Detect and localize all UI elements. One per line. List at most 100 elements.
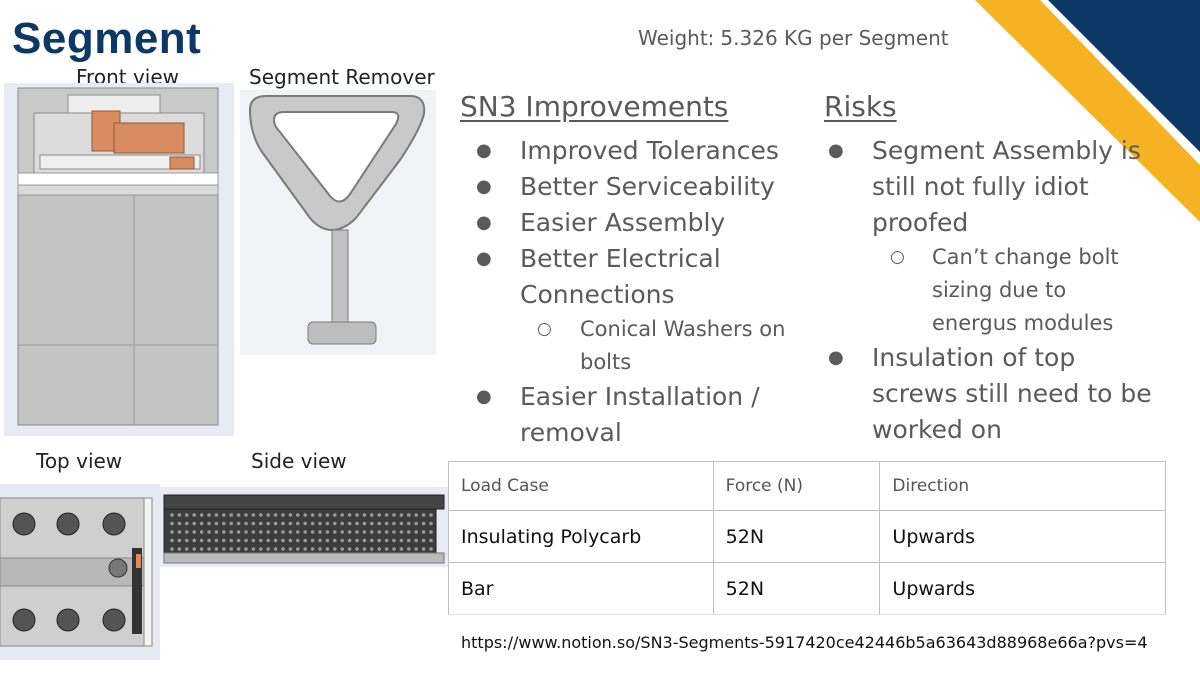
- cell-dot: [370, 530, 374, 534]
- cell-dot: [377, 513, 381, 517]
- cell-dot: [399, 530, 404, 534]
- cell-dot: [399, 538, 404, 543]
- cell-dot: [421, 513, 426, 517]
- cell-dot: [325, 530, 330, 534]
- cell-dot: [325, 513, 330, 517]
- cell-dot: [199, 521, 204, 526]
- cell-dot: [384, 521, 389, 526]
- cell-dot: [421, 547, 426, 551]
- segment-remover-image: [240, 90, 436, 355]
- cell-dot: [340, 513, 344, 517]
- cell-dot: [170, 547, 174, 551]
- cell-dot: [355, 547, 359, 551]
- improvements-heading: SN3 Improvements: [460, 90, 729, 123]
- cell-dot: [392, 538, 396, 543]
- list-item: Easier Installation / removal: [460, 379, 800, 451]
- cell-dot: [207, 538, 211, 543]
- cell-dot: [407, 521, 411, 526]
- cell-dot: [362, 538, 367, 543]
- cell-dot: [214, 530, 219, 534]
- cell-dot: [303, 513, 307, 517]
- cell-dot: [318, 521, 322, 526]
- cell-dot: [377, 530, 381, 534]
- cell-dot: [377, 538, 381, 543]
- cell-dot: [429, 530, 433, 534]
- cell-dot: [288, 547, 293, 551]
- cell-dot: [251, 530, 256, 534]
- cell-dot: [296, 547, 300, 551]
- cell-dot: [288, 521, 293, 526]
- cell-dot: [170, 530, 174, 534]
- cell-dot: [303, 521, 307, 526]
- column-header-load-case: Load Case: [448, 461, 714, 511]
- cell-dot: [244, 547, 248, 551]
- cell-dot: [236, 530, 241, 534]
- cell-dot: [192, 530, 196, 534]
- risks-heading: Risks: [824, 90, 897, 123]
- cell-dot: [244, 530, 248, 534]
- cell-dot: [236, 547, 241, 551]
- cell-dot: [229, 547, 233, 551]
- cell-dot: [192, 538, 196, 543]
- cell-dot: [399, 513, 404, 517]
- cell-dot: [384, 547, 389, 551]
- cell-dot: [229, 538, 233, 543]
- cell-dot: [185, 538, 189, 543]
- cell-dot: [222, 538, 226, 543]
- weight-value: 5.326 KG per Segment: [720, 26, 949, 50]
- table-header-row: Load Case Force (N) Direction: [448, 461, 1166, 511]
- column-header-direction: Direction: [879, 461, 1166, 511]
- list-item: Better Serviceability: [460, 169, 800, 205]
- cell-dot: [340, 547, 344, 551]
- cell-dot: [414, 538, 418, 543]
- cell-dot: [362, 513, 367, 517]
- cell-dot: [347, 521, 352, 526]
- cell-dot: [251, 538, 256, 543]
- top-view-caption: Top view: [36, 449, 123, 473]
- cell-dot: [333, 547, 337, 551]
- cell-dot: [214, 513, 219, 517]
- table-cell: Bar: [448, 562, 714, 615]
- table-cell: Insulating Polycarb: [448, 510, 714, 563]
- cell-dot: [259, 547, 263, 551]
- cell-dot: [414, 547, 418, 551]
- cell-dot: [207, 547, 211, 551]
- cell-dot: [310, 538, 315, 543]
- cell-dot: [185, 521, 189, 526]
- cell-dot: [185, 530, 189, 534]
- list-item: Segment Assembly is still not fully idio…: [824, 133, 1154, 241]
- cell-dot: [207, 513, 211, 517]
- cell-dot: [333, 513, 337, 517]
- cell-dot: [273, 513, 278, 517]
- cell-dot: [392, 513, 396, 517]
- notion-link[interactable]: https://www.notion.so/SN3-Segments-59174…: [461, 633, 1148, 652]
- cell-dot: [259, 538, 263, 543]
- cell-dot: [399, 521, 404, 526]
- cell-dot: [392, 521, 396, 526]
- cell-dot: [370, 538, 374, 543]
- column-header-force: Force (N): [712, 461, 881, 511]
- cell-dot: [266, 538, 270, 543]
- front-view-image: [4, 83, 234, 436]
- cell-dot: [414, 530, 418, 534]
- cell-dot: [229, 513, 233, 517]
- cell-dot: [229, 521, 233, 526]
- cell-dot: [384, 513, 389, 517]
- cell-dot: [318, 547, 322, 551]
- cell-dot: [288, 530, 293, 534]
- cell-dot: [185, 513, 189, 517]
- cell-dot: [310, 521, 315, 526]
- cell-dot: [362, 530, 367, 534]
- cell-dot: [362, 521, 367, 526]
- cell-dot: [266, 530, 270, 534]
- cell-dot: [214, 521, 219, 526]
- cell-dot: [266, 513, 270, 517]
- risks-section: Risks Segment Assembly is still not full…: [824, 90, 1154, 448]
- cell-dot: [214, 547, 219, 551]
- cell-dot: [421, 530, 426, 534]
- cell-dot: [296, 513, 300, 517]
- cell-dot: [325, 538, 330, 543]
- cell-dot: [407, 547, 411, 551]
- cell-dot: [347, 513, 352, 517]
- page-title: Segment: [12, 14, 202, 63]
